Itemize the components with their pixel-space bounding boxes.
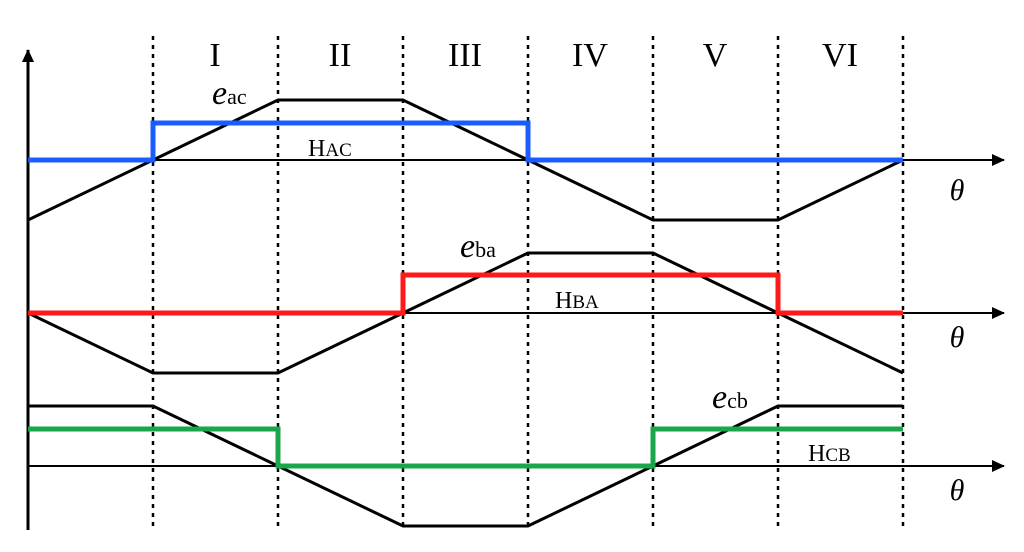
- theta-label-ba: θ: [950, 321, 965, 354]
- hall-signal-ac: [28, 120, 903, 163]
- sector-labels: I II III IV V VI: [209, 37, 858, 74]
- emf-label-ba: eba: [460, 228, 496, 265]
- emf-label-cb: ecb: [712, 379, 748, 416]
- sector-label-5: V: [703, 37, 728, 74]
- emf-waveform-cb: [28, 404, 903, 528]
- hall-signal-cb: [28, 426, 903, 469]
- theta-label-ac: θ: [950, 174, 965, 207]
- sector-dividers: [151, 36, 905, 530]
- sector-label-4: IV: [572, 37, 608, 74]
- hall-label-ac: HAC: [308, 136, 352, 162]
- theta-label-cb: θ: [950, 474, 965, 507]
- emf-waveform-ac: [27, 98, 904, 222]
- hall-signal-ba: [28, 272, 903, 316]
- emf-label-ac: eac: [212, 75, 247, 112]
- hall-label-ba: HBA: [555, 288, 599, 314]
- sector-label-1: I: [209, 37, 220, 74]
- sector-label-3: III: [448, 37, 482, 74]
- emf-waveform-ba: [27, 251, 904, 375]
- sector-label-6: VI: [822, 37, 858, 74]
- hall-label-cb: HCB: [808, 441, 851, 467]
- sector-label-2: II: [329, 37, 352, 74]
